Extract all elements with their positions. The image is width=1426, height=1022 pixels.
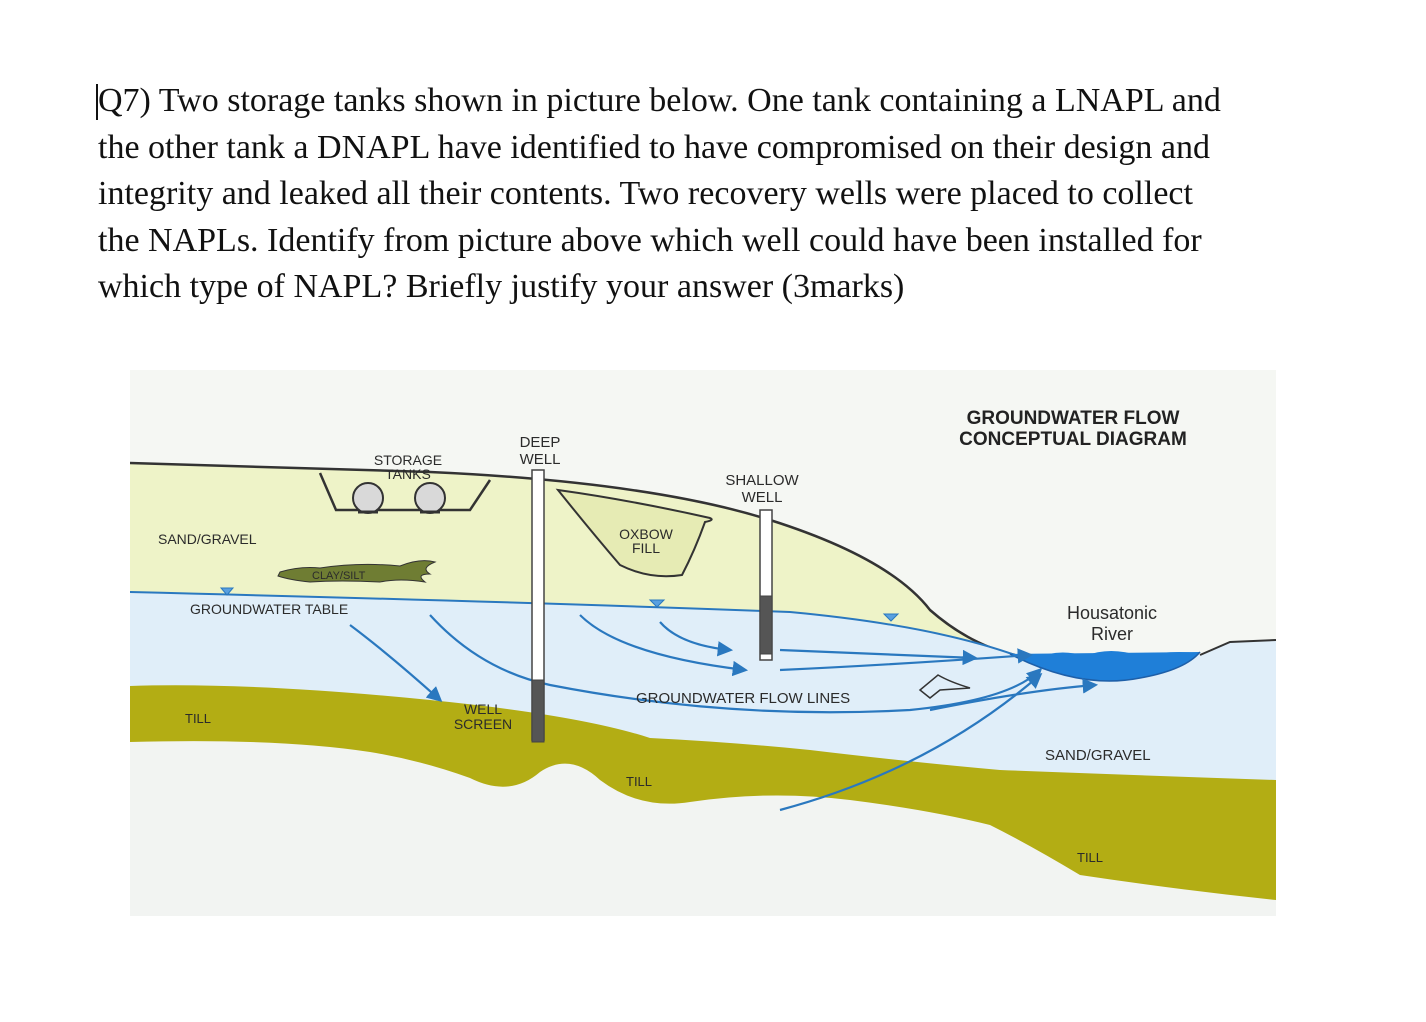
question-line-1: Q7) Two storage tanks shown in picture b… [98,82,1221,119]
label-till-right: TILL [1077,850,1103,865]
label-till-mid: TILL [626,774,652,789]
label-well-screen-1: WELL [464,701,502,717]
label-deep-well-1: DEEP [520,434,561,451]
label-shallow-well-2: WELL [742,489,783,506]
label-storage-tanks-1: STORAGE [374,452,442,468]
groundwater-flow-diagram: GROUNDWATER FLOW CONCEPTUAL DIAGRAM STOR… [130,370,1276,916]
storage-tanks [318,472,492,514]
label-sand-gravel-right: SAND/GRAVEL [1045,747,1151,764]
oxbow-fill [555,488,713,578]
label-oxbow-2: FILL [632,540,660,556]
label-flow-lines: GROUNDWATER FLOW LINES [636,690,850,707]
diagram-title-line-2: CONCEPTUAL DIAGRAM [959,429,1187,450]
question-text: Q7) Two storage tanks shown in picture b… [96,78,1358,311]
label-storage-tanks-2: TANKS [385,466,431,482]
label-well-screen-2: SCREEN [454,716,512,732]
label-oxbow-1: OXBOW [619,526,673,542]
text-cursor [96,84,98,120]
question-line-2: the other tank a DNAPL have identified t… [98,128,1210,166]
label-clay-silt: CLAY/SILT [312,570,366,582]
question-line-3: integrity and leaked all their contents.… [98,175,1193,212]
label-river-2: River [1091,624,1133,644]
label-river-1: Housatonic [1067,603,1157,623]
label-shallow-well-1: SHALLOW [725,472,799,489]
label-groundwater-table: GROUNDWATER TABLE [190,601,348,617]
water-table-markers [219,587,900,622]
question-line-5: which type of NAPL? Briefly justify your… [98,268,905,305]
bedrock [130,741,1276,916]
clay-silt-lens [277,560,437,583]
label-deep-well-2: WELL [520,451,561,468]
shallow-well[interactable] [759,509,773,661]
diagram-title-line-1: GROUNDWATER FLOW [967,408,1180,429]
label-till-left: TILL [185,711,211,726]
label-sand-gravel-left: SAND/GRAVEL [158,531,257,547]
deep-well[interactable] [531,469,545,743]
flow-lines [349,614,1099,812]
question-line-4: the NAPLs. Identify from picture above w… [98,221,1202,259]
